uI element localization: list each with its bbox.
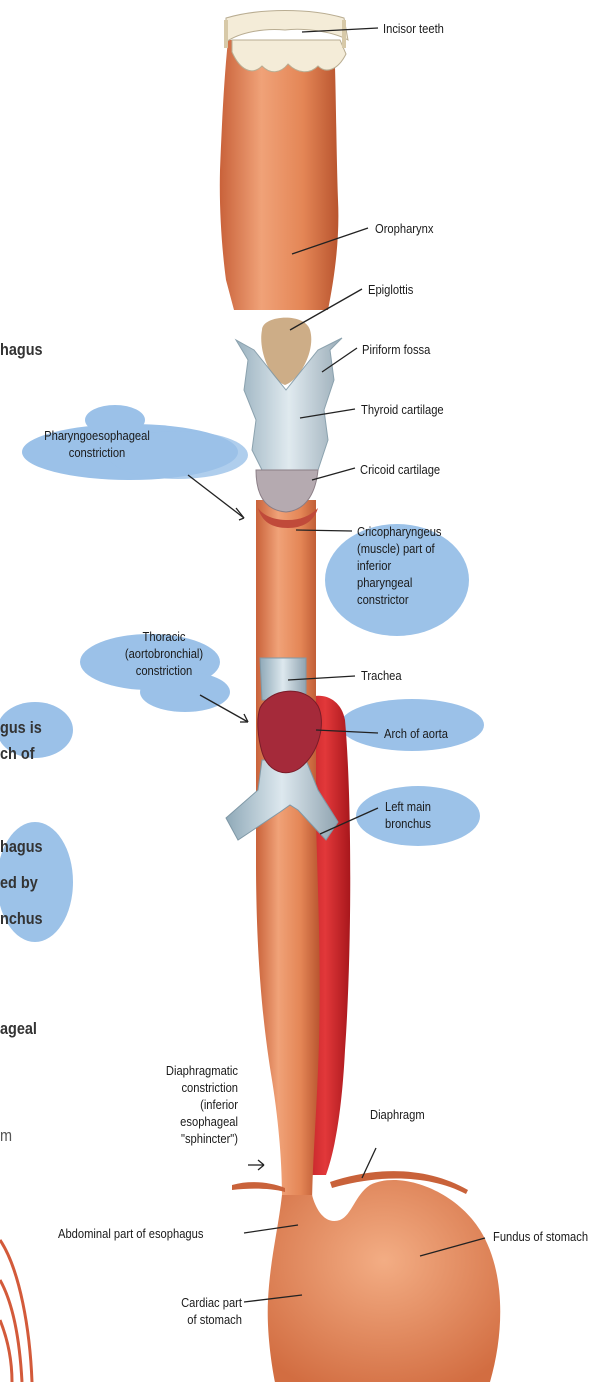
label-cricoid-cartilage: Cricoid cartilage xyxy=(360,461,440,478)
label-arch-of-aorta: Arch of aorta xyxy=(384,725,448,742)
label-pharyngoesophageal-constriction: Pharyngoesophageal constriction xyxy=(24,427,170,461)
label-cardiac-part: Cardiac part of stomach xyxy=(156,1294,242,1328)
label-left-main-bronchus: Left main bronchus xyxy=(385,798,431,832)
partial-organ-outline xyxy=(0,1240,32,1382)
label-piriform-fossa: Piriform fossa xyxy=(362,341,430,358)
label-fundus-of-stomach: Fundus of stomach xyxy=(493,1228,588,1245)
left-text-fragment: hagus xyxy=(0,835,43,859)
label-incisor-teeth: Incisor teeth xyxy=(383,20,444,37)
left-text-fragment: m xyxy=(0,1124,12,1148)
left-text-fragment: hagus xyxy=(0,338,43,362)
left-text-fragment: nchus xyxy=(0,907,43,931)
esophagus-tube xyxy=(256,500,320,1210)
incisor-teeth-graphic xyxy=(226,11,348,72)
left-text-fragment: gus is xyxy=(0,716,42,740)
label-diaphragmatic-constriction: Diaphragmatic constriction (inferior eso… xyxy=(137,1062,238,1147)
left-text-fragment: ed by xyxy=(0,871,38,895)
label-diaphragm: Diaphragm xyxy=(370,1106,425,1123)
label-epiglottis: Epiglottis xyxy=(368,281,413,298)
label-abdominal-part: Abdominal part of esophagus xyxy=(58,1225,203,1242)
left-text-fragment: ch of xyxy=(0,742,35,766)
left-text-fragment: ageal xyxy=(0,1017,37,1041)
marker-highlights xyxy=(0,405,484,942)
oropharynx-tube xyxy=(220,40,339,310)
label-trachea: Trachea xyxy=(361,667,402,684)
diaphragm-muscle xyxy=(232,1182,285,1192)
label-thoracic-constriction: Thoracic (aortobronchial) constriction xyxy=(104,628,224,679)
stomach xyxy=(268,1180,501,1382)
label-cricopharyngeus: Cricopharyngeus (muscle) part of inferio… xyxy=(357,523,442,608)
label-oropharynx: Oropharynx xyxy=(375,220,433,237)
label-thyroid-cartilage: Thyroid cartilage xyxy=(361,401,444,418)
